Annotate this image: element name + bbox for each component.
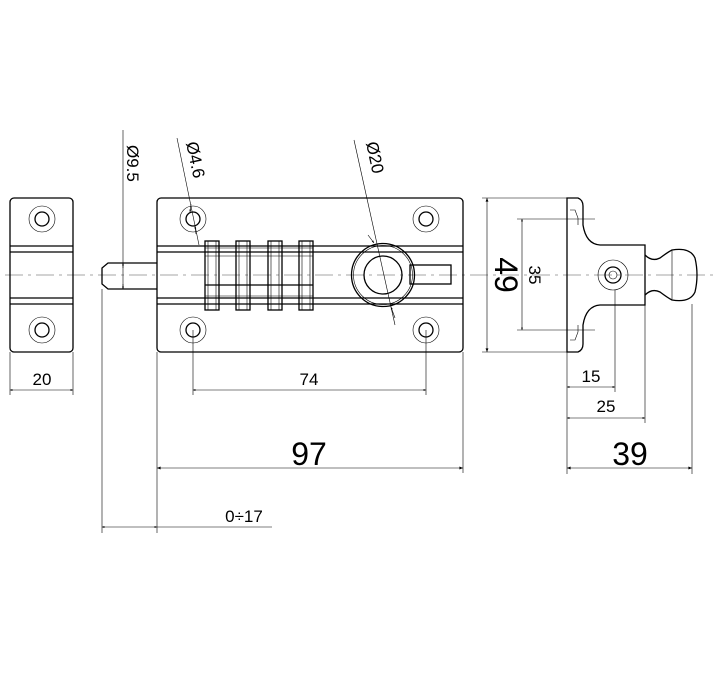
dimension-keeper-width: 20 [9, 352, 74, 395]
dimension-bolt-travel: 0÷17 [101, 289, 272, 533]
dimension-depth: 15 25 39 [566, 290, 693, 474]
bolt-body-front-view [156, 197, 464, 353]
dim-label: 15 [582, 367, 601, 386]
dimension-overall-height: 49 [482, 197, 567, 353]
dim-label: Ø4.6 [182, 140, 208, 180]
dim-label: 74 [300, 370, 319, 389]
knob [350, 242, 416, 308]
dimension-overall-length: 97 [156, 352, 464, 533]
dim-label: Ø20 [362, 140, 387, 175]
dimension-hole-diameter: Ø4.6 [176, 137, 208, 246]
dimension-hole-spacing-height: 35 [517, 218, 558, 331]
dim-label: 0÷17 [225, 507, 263, 526]
dim-label: 20 [33, 370, 52, 389]
grip-rings [204, 240, 314, 311]
dim-label: 39 [612, 436, 648, 472]
dimension-bolt-diameter: Ø9.5 [122, 130, 142, 289]
bolt-pin [101, 262, 157, 290]
dim-label: 25 [597, 397, 616, 416]
dim-label: 49 [488, 257, 524, 293]
dim-label: 35 [525, 266, 544, 285]
dimension-hole-spacing-length: 74 [192, 330, 427, 395]
dim-label: 97 [291, 436, 327, 472]
dim-label: Ø9.5 [123, 145, 142, 182]
keeper-front-view [9, 197, 74, 353]
